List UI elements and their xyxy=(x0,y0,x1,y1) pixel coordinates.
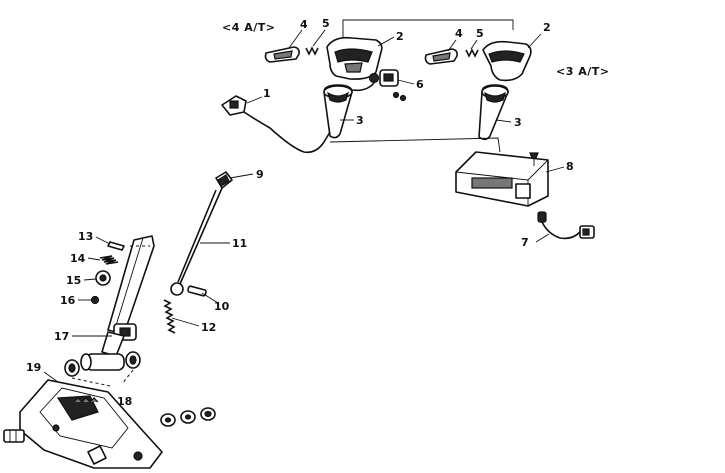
ball-16 xyxy=(90,295,100,305)
pin-13 xyxy=(107,241,125,251)
bushing-18b xyxy=(125,351,141,369)
callout-4-4at: 4 xyxy=(300,18,308,31)
callout-8: 8 xyxy=(566,160,574,173)
spring-14 xyxy=(99,255,119,265)
nut-c xyxy=(200,407,216,421)
variant-bracket-top xyxy=(342,19,514,38)
callout-18: 18 xyxy=(117,395,132,408)
overdrive-switch-connector xyxy=(351,69,407,102)
callout-13: 13 xyxy=(78,230,93,243)
leader-lines xyxy=(43,29,565,383)
pivot-shaft xyxy=(80,353,125,371)
callout-17: 17 xyxy=(54,330,69,343)
callout-4-3at: 4 xyxy=(455,27,463,40)
pin-10 xyxy=(187,285,207,297)
variant-label-4at: <4 A/T> xyxy=(222,21,275,34)
shift-lever-4at xyxy=(323,84,353,139)
connector-line-control-unit xyxy=(329,137,501,153)
callout-2-3at: 2 xyxy=(543,21,551,34)
callout-11: 11 xyxy=(232,237,247,250)
shift-knob-4at xyxy=(326,36,383,80)
shift-knob-3at xyxy=(482,40,532,82)
callout-5-4at: 5 xyxy=(322,17,330,30)
washer-b xyxy=(180,410,196,424)
washer-a xyxy=(160,413,176,427)
callout-19: 19 xyxy=(26,361,41,374)
knob-button-3at xyxy=(424,48,458,65)
callout-2-4at: 2 xyxy=(396,30,404,43)
knob-spring-3at xyxy=(465,48,479,58)
harness-7 xyxy=(537,211,595,240)
select-lever-17 xyxy=(101,235,155,357)
knob-button-4at xyxy=(264,46,300,63)
callout-12: 12 xyxy=(201,321,216,334)
callout-3-4at: 3 xyxy=(356,114,364,127)
callout-3-3at: 3 xyxy=(514,116,522,129)
callout-14: 14 xyxy=(70,252,86,265)
bushing-lead-dashes xyxy=(71,369,134,387)
callout-16: 16 xyxy=(60,294,76,307)
lever-base-19 xyxy=(3,379,163,469)
knob-spring-4at xyxy=(305,46,319,56)
callout-9: 9 xyxy=(256,168,264,181)
nut-15 xyxy=(95,270,111,286)
callout-6: 6 xyxy=(416,78,424,91)
callout-5-3at: 5 xyxy=(476,27,484,40)
callout-15: 15 xyxy=(66,274,81,287)
switch-harness-1 xyxy=(221,95,331,154)
callout-10: 10 xyxy=(214,300,230,313)
callout-1: 1 xyxy=(263,87,271,100)
cable-spring-12 xyxy=(163,299,176,334)
shift-lever-3at xyxy=(478,84,509,141)
bushing-18a xyxy=(64,359,80,377)
callout-labels: 1 2 2 3 3 4 4 5 5 6 7 8 9 10 11 12 13 14… xyxy=(26,17,574,408)
control-unit-8 xyxy=(455,151,549,207)
callout-7: 7 xyxy=(521,236,529,249)
variant-label-3at: <3 A/T> xyxy=(556,65,609,78)
select-cable-11 xyxy=(170,171,233,296)
